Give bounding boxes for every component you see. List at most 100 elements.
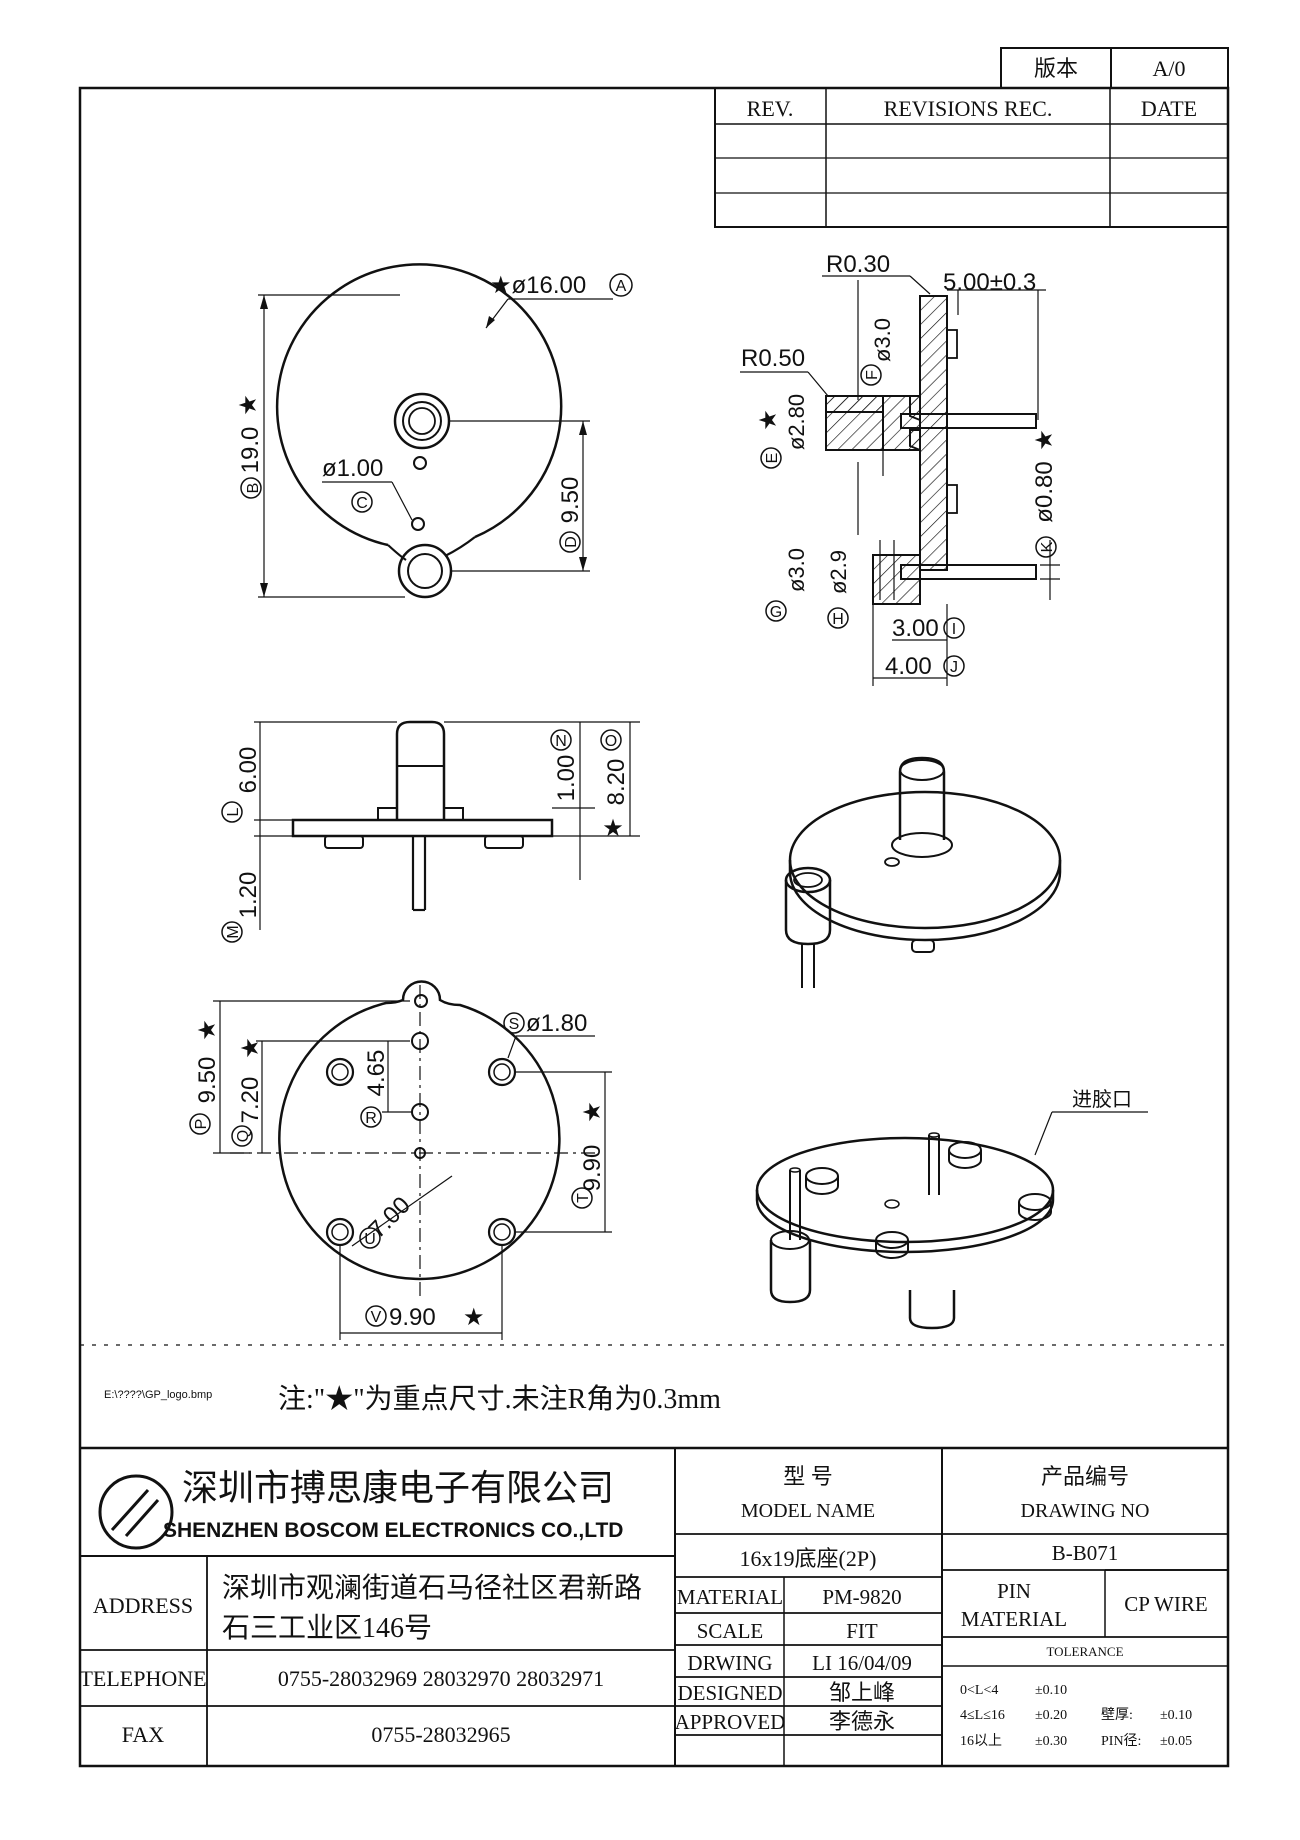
ref-G: G	[770, 604, 782, 621]
tol-1a: 0<L<4	[960, 1683, 998, 1698]
bottom-foot	[487, 1217, 517, 1247]
section-boss-upper	[825, 395, 884, 451]
dim-400: 4.00	[885, 653, 932, 680]
dim-height-19: 19.0	[237, 427, 264, 474]
model-value: 16x19底座(2P)	[740, 1546, 877, 1571]
dim-120: 1.20	[235, 872, 262, 919]
scale-value: FIT	[846, 1619, 878, 1643]
address-label: ADDRESS	[93, 1593, 193, 1618]
dim-center-950: 9.50	[557, 477, 584, 524]
fax-label: FAX	[122, 1722, 164, 1747]
telephone-value: 0755-28032969 28032970 28032971	[278, 1666, 604, 1691]
dim-990-v: 9.90	[389, 1304, 436, 1331]
material-value: PM-9820	[822, 1585, 901, 1609]
dim-300: 3.00	[892, 615, 939, 642]
version-box: 版本 A/0	[1000, 47, 1229, 89]
ref-D: D	[563, 536, 580, 548]
side-view: 6.00 L 1.20 M N 1.00 O 8.20 ★	[221, 720, 640, 943]
tol-2b: ±0.20	[1035, 1708, 1067, 1723]
telephone-label: TELEPHONE	[79, 1666, 206, 1691]
model-label-cn: 型 号	[783, 1464, 833, 1489]
star-T: ★	[579, 1101, 606, 1123]
side-base	[291, 818, 554, 838]
pin-label-1: PIN	[997, 1579, 1031, 1603]
rev-header: REV.	[747, 96, 794, 121]
ref-S: S	[509, 1016, 520, 1033]
ref-H: H	[832, 611, 844, 628]
tol-3b: ±0.30	[1035, 1734, 1067, 1749]
bottom-foot	[487, 1057, 517, 1087]
address-line1: 深圳市观澜街道石马径社区君新路	[222, 1572, 642, 1604]
star-B: ★	[235, 394, 262, 416]
ref-N: N	[555, 733, 567, 750]
star-K: ★	[1031, 429, 1058, 451]
center-post-outer	[393, 392, 451, 450]
top-view: 19.0 B ★ 9.50 D ★ø16.00 A ø1.00 C	[235, 263, 633, 599]
pin-boss-inner	[407, 553, 443, 589]
ref-Q: Q	[235, 1130, 252, 1142]
small-hole-2	[411, 517, 425, 531]
drawing-value: B-B071	[1052, 1541, 1119, 1565]
drwing-value: LI 16/04/09	[812, 1651, 912, 1675]
ref-A: A	[616, 278, 627, 295]
ref-B: B	[245, 483, 262, 494]
sheet-border	[78, 86, 1230, 1768]
tol-2d: ±0.10	[1160, 1708, 1192, 1723]
star-P: ★	[194, 1019, 221, 1041]
ref-E: E	[764, 453, 781, 464]
ref-I: I	[952, 621, 956, 638]
dim-180: ø1.80	[526, 1010, 587, 1037]
iso-view-bottom: 进胶口	[755, 1088, 1148, 1330]
ref-U: U	[364, 1231, 376, 1248]
star-O: ★	[602, 815, 624, 842]
star-V: ★	[463, 1304, 485, 1331]
dim-30: ø3.0	[784, 548, 809, 592]
iso-view-top	[784, 756, 1062, 988]
dim-280: ø2.80	[784, 394, 809, 450]
ref-V: V	[371, 1309, 382, 1326]
dim-100: 1.00	[553, 755, 580, 802]
date-header: DATE	[1141, 96, 1197, 121]
pin-label-2: MATERIAL	[961, 1607, 1067, 1631]
dim-720: 7.20	[237, 1077, 264, 1124]
dim-080: ø0.80	[1031, 461, 1058, 522]
company-name-cn: 深圳市搏思康电子有限公司	[182, 1468, 614, 1508]
bottom-foot	[325, 1217, 355, 1247]
ref-J: J	[950, 659, 958, 676]
dim-030-dia: ø3.0	[870, 318, 895, 362]
address-line2: 石三工业区146号	[222, 1613, 432, 1644]
side-post	[395, 720, 446, 820]
designed-value: 邹上峰	[829, 1680, 895, 1705]
dim-outer-dia: ★ø16.00	[490, 272, 586, 299]
drwing-label: DRWING	[687, 1651, 772, 1675]
ref-F: F	[864, 370, 881, 380]
ref-R: R	[365, 1110, 377, 1127]
logo-path: E:\????\GP_logo.bmp	[104, 1389, 212, 1401]
small-hole	[413, 456, 427, 470]
material-label: MATERIAL	[677, 1585, 783, 1609]
pin-value: CP WIRE	[1124, 1592, 1207, 1616]
tol-2c: 壁厚:	[1101, 1707, 1133, 1723]
pin-boss-outer	[397, 543, 453, 599]
approved-label: APPROVED	[675, 1710, 786, 1734]
dim-29: ø2.9	[826, 550, 851, 594]
dim-600: 6.00	[235, 747, 262, 794]
title-block: 深圳市搏思康电子有限公司 SHENZHEN BOSCOM ELECTRONICS…	[79, 1446, 1228, 1766]
revisions-header: REVISIONS REC.	[884, 96, 1053, 121]
model-label-en: MODEL NAME	[741, 1500, 875, 1522]
approved-value: 李德永	[829, 1709, 895, 1734]
fax-value: 0755-28032965	[371, 1722, 510, 1747]
drawing-label-en: DRAWING NO	[1021, 1500, 1150, 1522]
bottom-view: 9.50 ★ P 7.20 ★ Q 4.65 R S ø1.80 9.90 ★ …	[189, 980, 612, 1340]
ref-O: O	[605, 733, 617, 750]
pin-upper	[900, 413, 1037, 429]
pin-lower	[900, 564, 1037, 580]
ref-C: C	[356, 495, 368, 512]
version-value: A/0	[1153, 56, 1186, 81]
dim-950-p: 9.50	[194, 1057, 221, 1104]
dim-465: 4.65	[363, 1050, 390, 1097]
dim-r030: R0.30	[826, 251, 890, 278]
note-text: 注:"★"为重点尺寸.未注R角为0.3mm	[278, 1383, 721, 1415]
dim-820: 8.20	[603, 759, 630, 806]
